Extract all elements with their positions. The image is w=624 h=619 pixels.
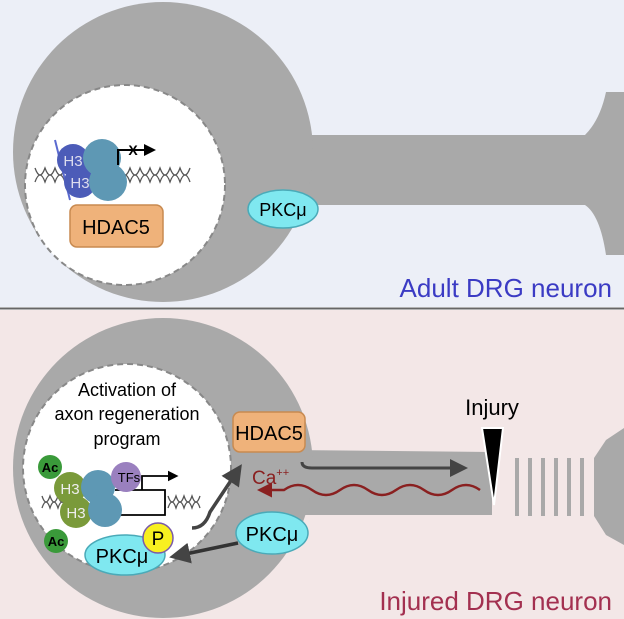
hdac5-cytoplasmic-box	[232, 411, 306, 453]
degenerating-axon-segments	[515, 428, 624, 545]
blocked-transcription-arrow-icon	[117, 144, 156, 165]
phosphate-icon	[142, 522, 174, 554]
nucleosome-icon	[89, 163, 127, 201]
calcium-wave-arrow	[257, 482, 481, 498]
acetyl-icon	[44, 529, 68, 553]
injured-axon	[290, 450, 492, 515]
pkc-import-arrow	[169, 541, 239, 564]
adult-panel-label: Adult DRG neuron	[400, 273, 612, 303]
phosphate-label: P	[152, 529, 165, 550]
nucleosome-icon	[88, 493, 122, 527]
transcription-arrow-icon	[141, 470, 179, 490]
hdac5-label: HDAC5	[82, 217, 150, 239]
activation-text: axon regeneration	[54, 404, 199, 424]
adult-panel: H3 H3 X HDAC5 PKCμ Adult DRG neuron	[0, 0, 624, 307]
histone-label: H3	[70, 175, 89, 192]
pkc-label: PKCμ	[259, 200, 306, 220]
hdac5-label: HDAC5	[235, 423, 303, 445]
acetyl-label: Ac	[48, 534, 65, 549]
pkc-label: PKCμ	[246, 524, 299, 546]
histone-label: H3	[60, 481, 79, 498]
pkc-cytoplasmic	[247, 189, 319, 229]
hdac5-nuclear-box	[69, 204, 164, 248]
histone-label: H3	[66, 505, 85, 522]
acetyl-icon	[38, 455, 62, 479]
transcription-factor-icon	[111, 462, 141, 492]
histone-h3-icon	[64, 166, 96, 198]
injured-dna-icon	[41, 489, 201, 516]
injured-panel-label: Injured DRG neuron	[379, 586, 612, 616]
blocked-marker: X	[128, 142, 138, 158]
histone-label: H3	[63, 153, 82, 170]
activation-text: Activation of	[78, 380, 177, 400]
injured-panel: Activation of axon regeneration program …	[0, 310, 624, 619]
signal-to-injury-arrow	[300, 459, 468, 477]
pkc-label: PKCμ	[96, 546, 149, 568]
tfs-label: TFs	[118, 470, 141, 485]
injury-label: Injury	[465, 395, 519, 420]
acetyl-label: Ac	[42, 460, 59, 475]
adult-axon	[290, 92, 624, 255]
histone-h3-icon	[60, 496, 92, 528]
hdac5-export-arrow	[191, 464, 242, 530]
calcium-label: Ca++	[252, 467, 289, 489]
pkc-cytoplasmic	[235, 511, 309, 555]
histone-h3-icon	[54, 472, 86, 504]
activation-text: program	[93, 429, 160, 449]
injury-marker-icon	[480, 427, 505, 506]
adult-dna-icon	[34, 166, 191, 184]
